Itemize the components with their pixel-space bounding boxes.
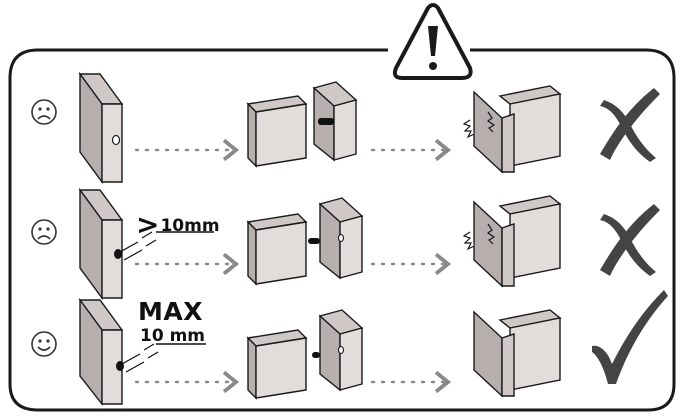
max-depth-label: 10 mm bbox=[140, 326, 206, 346]
board-left bbox=[78, 187, 214, 301]
frame bbox=[8, 48, 676, 412]
board-pair bbox=[246, 309, 364, 400]
board-pair bbox=[246, 197, 364, 286]
board-left bbox=[78, 297, 206, 407]
cross-mark-icon bbox=[600, 88, 660, 162]
board-left bbox=[78, 71, 124, 185]
sad-face-icon bbox=[31, 219, 57, 245]
cross-mark-icon bbox=[600, 204, 660, 276]
joined-boards bbox=[462, 195, 562, 288]
board-pair bbox=[246, 81, 358, 168]
depth-label-over: >10mm bbox=[136, 208, 220, 241]
check-mark-icon bbox=[592, 290, 668, 384]
joined-boards bbox=[462, 85, 562, 174]
max-label: MAX bbox=[138, 297, 204, 326]
sad-face-icon bbox=[31, 99, 57, 125]
joined-boards bbox=[473, 309, 562, 398]
smile-face-icon bbox=[31, 331, 57, 357]
warning-triangle-icon bbox=[392, 3, 473, 80]
